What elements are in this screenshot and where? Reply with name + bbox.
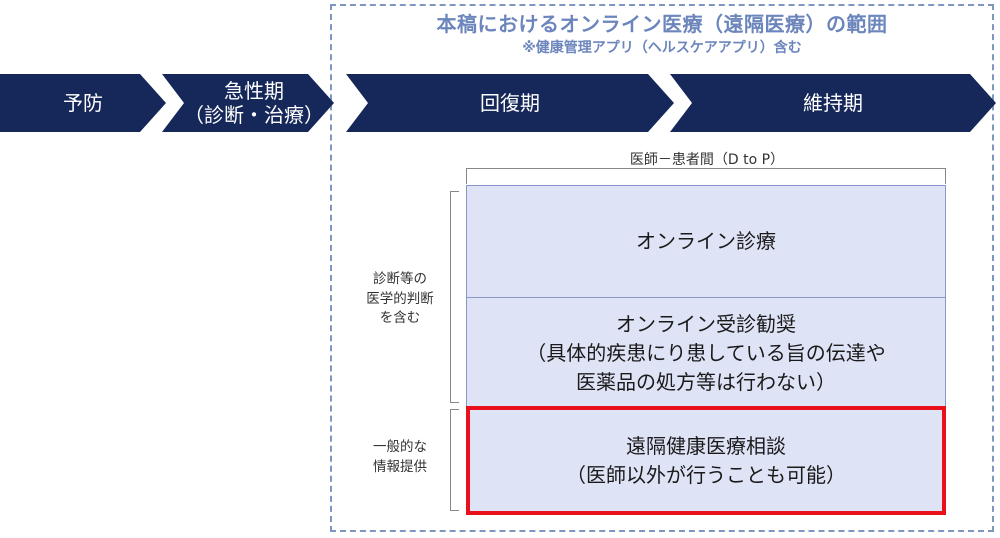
block-online-recommendation: オンライン受診勧奨 （具体的疾患にり患している旨の伝達や 医薬品の処方等は行わな… [466, 297, 946, 409]
phase-maintenance: 維持期 [670, 74, 996, 132]
block-online-consultation: オンライン診療 [466, 185, 946, 297]
general-info-label: 一般的な 情報提供 [373, 439, 427, 475]
medical-judgment-label: 診断等の 医学的判断 を含む [366, 271, 434, 327]
phase-label: 急性期 （診断・治療） [184, 79, 324, 127]
doctor-patient-label: 医師－患者間（D to P） [629, 152, 785, 168]
phase-prevention: 予防 [0, 74, 166, 132]
phase-acute: 急性期 （診断・治療） [162, 74, 334, 132]
phase-recovery: 回復期 [346, 74, 674, 132]
phase-label: 維持期 [803, 91, 863, 115]
general-info-bracket [449, 409, 460, 511]
block-remote-health-consultation: 遠隔健康医療相談 （医師以外が行うことも可能） [466, 406, 946, 515]
scope-title: 本稿におけるオンライン医療（遠隔医療）の範囲 [436, 12, 888, 36]
online-medicine-scope-box [330, 4, 994, 532]
medical-judgment-bracket [449, 191, 460, 403]
phase-label: 回復期 [480, 91, 540, 115]
doctor-patient-bracket [466, 168, 946, 184]
scope-subtitle: ※健康管理アプリ（ヘルスケアアプリ）含む [522, 40, 802, 56]
phase-label: 予防 [63, 91, 103, 115]
